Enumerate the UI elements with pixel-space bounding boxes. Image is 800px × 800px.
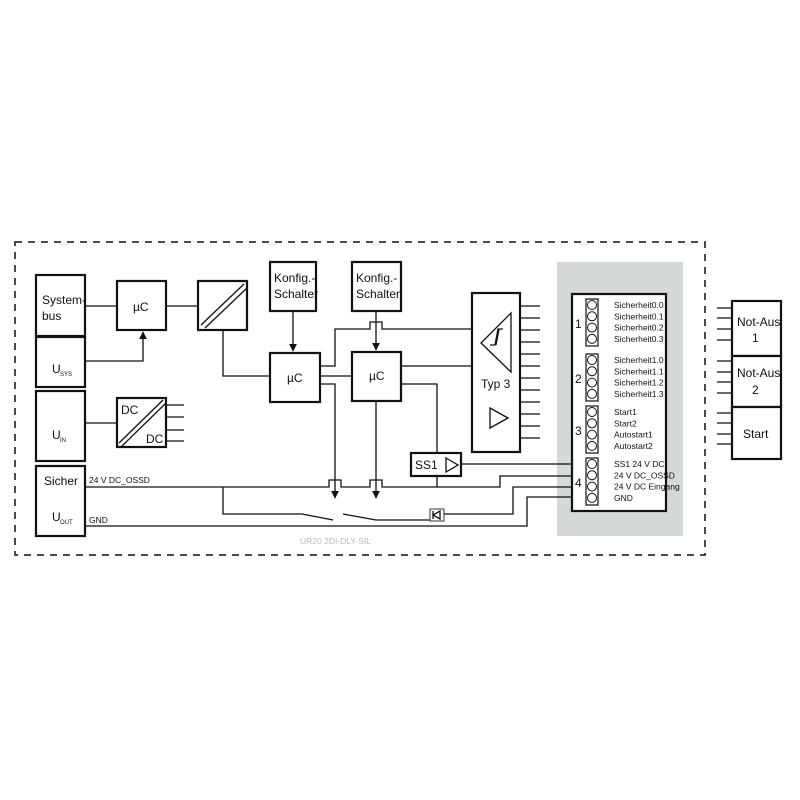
svg-text:µC: µC — [369, 369, 385, 383]
svg-text:SS1: SS1 — [415, 458, 438, 472]
svg-text:Start: Start — [743, 427, 769, 441]
pin-label: Sicherheit1.1 — [614, 366, 664, 376]
uout-label: U — [52, 510, 61, 524]
svg-text:µC: µC — [287, 371, 303, 385]
svg-text:Schalter: Schalter — [274, 287, 318, 301]
svg-text:Typ 3: Typ 3 — [481, 377, 511, 391]
pin-label: Start2 — [614, 418, 637, 428]
sicher-label: Sicher — [44, 474, 78, 488]
terminal-pin — [587, 322, 597, 333]
ossd-label: 24 V DC_OSSD — [89, 475, 150, 485]
wiring — [85, 305, 572, 527]
pin-label: Sicherheit0.2 — [614, 323, 664, 333]
emergency-stop-2 — [730, 354, 783, 409]
pin-label: Sicherheit1.2 — [614, 378, 664, 388]
terminal-block — [585, 353, 599, 402]
start-device — [730, 405, 783, 461]
svg-text:Not-Aus: Not-Aus — [737, 366, 780, 380]
module-name: UR20 2DI-DLY-SIL — [300, 536, 371, 546]
terminal-pin — [587, 492, 597, 503]
terminal-pin — [587, 388, 597, 399]
connector-groups: 1 Sicherheit0.0Sicherheit0.1Sicherheit0.2… — [575, 298, 680, 506]
terminal-pin — [587, 418, 597, 429]
pin-label: Sicherheit1.0 — [614, 355, 664, 365]
terminal-pin — [587, 407, 597, 417]
terminal-pin — [587, 429, 597, 440]
pin-label: Sicherheit0.0 — [614, 300, 664, 310]
systembus-label: System- — [42, 293, 86, 307]
svg-text:µC: µC — [133, 300, 149, 314]
external-devices: Not-Aus 1 Not-Aus 2 Start — [717, 299, 783, 461]
svg-text:Konfig.-: Konfig.- — [274, 271, 315, 285]
pin-label: 24 V DC Eingang — [614, 482, 680, 492]
pin-label: Autostart2 — [614, 441, 653, 451]
microcontroller-3 — [350, 350, 403, 403]
svg-text:2: 2 — [752, 383, 759, 397]
svg-text:SYS: SYS — [60, 372, 72, 378]
terminal-pin — [587, 481, 597, 492]
terminal-number: 2 — [575, 372, 582, 386]
pin-label: Start1 — [614, 407, 637, 417]
microcontroller-2 — [268, 351, 322, 404]
uin-label: U — [52, 428, 61, 442]
pin-label: Sicherheit1.3 — [614, 389, 664, 399]
terminal-pin — [587, 440, 597, 451]
terminal-pin — [587, 355, 597, 365]
pin-label: GND — [614, 493, 633, 503]
dc-dc-converter — [115, 396, 168, 449]
svg-text:Schalter: Schalter — [356, 287, 400, 301]
svg-text:DC: DC — [121, 403, 139, 417]
terminal-block — [585, 457, 599, 506]
terminal-pin — [587, 311, 597, 322]
gnd-label: GND — [89, 515, 108, 525]
svg-text:DC: DC — [146, 432, 164, 446]
svg-text:OUT: OUT — [60, 520, 73, 526]
svg-text:1: 1 — [752, 331, 759, 345]
module-border — [14, 241, 706, 556]
pin-label: Autostart1 — [614, 430, 653, 440]
terminal-pin — [587, 377, 597, 388]
terminal-pin — [587, 333, 597, 344]
config-switch-2 — [350, 260, 403, 313]
svg-text:Konfig.-: Konfig.- — [356, 271, 397, 285]
input-typ3-block — [470, 291, 522, 454]
pin-label: Sicherheit0.1 — [614, 311, 664, 321]
terminal-pin — [587, 470, 597, 481]
config-switch-1 — [268, 260, 318, 313]
terminal-pin — [587, 366, 597, 377]
terminal-block — [585, 298, 599, 347]
terminal-number: 4 — [575, 476, 582, 490]
terminal-block — [585, 405, 599, 454]
usys-label: U — [52, 362, 61, 376]
pin-label: 24 V DC_OSSD — [614, 470, 675, 480]
pin-label: Sicherheit0.3 — [614, 334, 664, 344]
svg-text:IN: IN — [60, 438, 66, 444]
terminal-pin — [587, 300, 597, 310]
terminal-number: 3 — [575, 424, 582, 438]
svg-text:Not-Aus: Not-Aus — [737, 315, 780, 329]
pin-label: SS1 24 V DC — [614, 459, 665, 469]
systembus-label-2: bus — [42, 309, 61, 323]
terminal-number: 1 — [575, 317, 582, 331]
terminal-pin — [587, 459, 597, 469]
